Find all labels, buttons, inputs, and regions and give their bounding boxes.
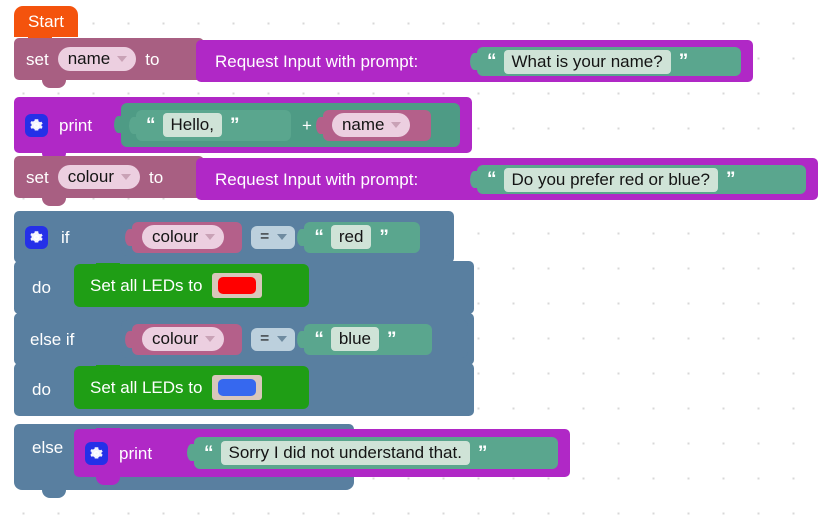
set-name-set-label: set — [26, 49, 49, 69]
prompt-name-field[interactable]: What is your name? — [503, 49, 671, 74]
if-label: if — [61, 227, 70, 247]
text-prefer-colour-block[interactable]: “ Do you prefer red or blue? ” — [470, 165, 806, 194]
variable-get-colour-block-1[interactable]: colour — [125, 221, 242, 253]
compare-colour-red-block[interactable]: colour = “ red ” — [121, 218, 451, 256]
set-all-leds-label-1: Set all LEDs to — [90, 276, 203, 295]
open-quote-icon: “ — [487, 51, 496, 72]
compare-right-text-field-2[interactable]: blue — [330, 327, 379, 351]
value-plug — [187, 444, 196, 461]
value-plug — [297, 330, 307, 348]
close-quote-icon: ” — [725, 169, 735, 190]
request-input-name-label: Request Input with prompt: — [215, 51, 419, 71]
set-colour-to-label: to — [149, 167, 164, 187]
set-name-variable-value: name — [67, 49, 111, 68]
chevron-down-icon — [117, 55, 128, 62]
elseif-label: else if — [30, 329, 75, 349]
compare-colour-blue-block[interactable]: colour = “ blue ” — [121, 320, 468, 358]
set-colour-block[interactable]: set colour to — [14, 156, 206, 198]
compare-right-text-field-1[interactable]: red — [330, 225, 372, 249]
compare-operator-value-1: = — [260, 227, 270, 245]
text-sorry-block[interactable]: “ Sorry I did not understand that. ” — [187, 437, 558, 469]
hello-text-field[interactable]: Hello, — [162, 113, 222, 137]
sorry-text-field[interactable]: Sorry I did not understand that. — [220, 441, 470, 465]
value-plug — [129, 116, 138, 134]
value-plug — [470, 53, 479, 70]
print-sorry-label: print — [119, 443, 153, 463]
open-quote-icon: “ — [314, 226, 323, 248]
value-plug — [315, 116, 325, 134]
compare-left-variable-value-1: colour — [152, 227, 199, 246]
open-quote-icon: “ — [204, 442, 213, 464]
set-colour-variable-dropdown[interactable]: colour — [57, 165, 140, 189]
gear-icon[interactable] — [25, 113, 48, 137]
request-input-colour-label: Request Input with prompt: — [215, 169, 419, 189]
value-plug — [125, 228, 134, 246]
compare-left-variable-dropdown-2[interactable]: colour — [142, 327, 225, 351]
set-all-leds-blue-block[interactable]: Set all LEDs to — [74, 365, 309, 409]
chevron-down-icon — [277, 335, 288, 342]
set-name-block[interactable]: set name to — [14, 38, 206, 80]
compare-left-variable-dropdown-1[interactable]: colour — [142, 225, 225, 249]
led-colour-field-2[interactable] — [212, 375, 263, 400]
variable-name-dropdown[interactable]: name — [331, 113, 411, 137]
start-block[interactable]: Start — [14, 6, 78, 37]
chevron-down-icon — [277, 233, 288, 240]
close-quote-icon: ” — [477, 442, 487, 464]
text-red-block[interactable]: “ red ” — [297, 221, 421, 253]
join-block[interactable]: “ Hello, ” + name — [114, 103, 460, 147]
join-value-plug — [114, 116, 123, 133]
do-label-2: do — [32, 380, 51, 399]
compare-operator-dropdown-1[interactable]: = — [251, 225, 296, 249]
colour-swatch-blue — [218, 379, 257, 396]
led-colour-field-1[interactable] — [212, 273, 263, 298]
text-what-is-your-name-block[interactable]: “ What is your name? ” — [470, 47, 741, 76]
do-label-1: do — [32, 278, 51, 297]
close-quote-icon: ” — [229, 114, 239, 136]
gear-icon[interactable] — [85, 441, 108, 465]
set-name-bottom-bump — [42, 80, 66, 88]
close-quote-icon: ” — [379, 226, 388, 248]
print-hello-label: print — [59, 115, 93, 135]
close-quote-icon: ” — [386, 328, 396, 350]
set-name-to-label: to — [145, 49, 160, 69]
set-colour-variable-value: colour — [67, 167, 114, 186]
compare-operator-dropdown-2[interactable]: = — [251, 327, 296, 351]
variable-name-value: name — [341, 115, 385, 134]
gear-icon[interactable] — [25, 225, 48, 249]
chevron-down-icon — [391, 121, 402, 128]
print-sorry-top-notch — [96, 428, 120, 435]
value-plug — [125, 330, 134, 348]
variable-get-name-block[interactable]: name — [315, 109, 431, 141]
chevron-down-icon — [205, 233, 216, 240]
set-colour-bottom-bump — [42, 198, 66, 206]
colour-swatch-red — [218, 277, 257, 294]
value-plug — [470, 171, 479, 188]
set-name-variable-dropdown[interactable]: name — [57, 47, 137, 71]
if-block-bottom-bump — [42, 490, 66, 498]
text-hello-block[interactable]: “ Hello, ” — [129, 109, 291, 141]
compare-operator-value-2: = — [260, 329, 270, 347]
start-label: Start — [28, 12, 64, 31]
set-all-leds-label-2: Set all LEDs to — [90, 378, 203, 397]
variable-get-colour-block-2[interactable]: colour — [125, 323, 242, 355]
set-colour-set-label: set — [26, 167, 49, 187]
print-sorry-bottom-bump — [96, 477, 120, 485]
open-quote-icon: “ — [314, 328, 323, 350]
open-quote-icon: “ — [146, 114, 155, 136]
led-block-top-notch-2 — [96, 365, 120, 372]
open-quote-icon: “ — [487, 169, 496, 190]
prompt-colour-field[interactable]: Do you prefer red or blue? — [503, 167, 718, 192]
compare-left-variable-value-2: colour — [152, 329, 199, 348]
else-label: else — [32, 437, 64, 457]
set-all-leds-red-block[interactable]: Set all LEDs to — [74, 263, 309, 307]
join-operator-label: + — [302, 115, 312, 135]
close-quote-icon: ” — [678, 51, 688, 72]
chevron-down-icon — [205, 335, 216, 342]
text-blue-block[interactable]: “ blue ” — [297, 323, 433, 355]
value-plug — [297, 228, 307, 246]
chevron-down-icon — [121, 173, 131, 180]
led-block-top-notch-1 — [96, 263, 120, 270]
